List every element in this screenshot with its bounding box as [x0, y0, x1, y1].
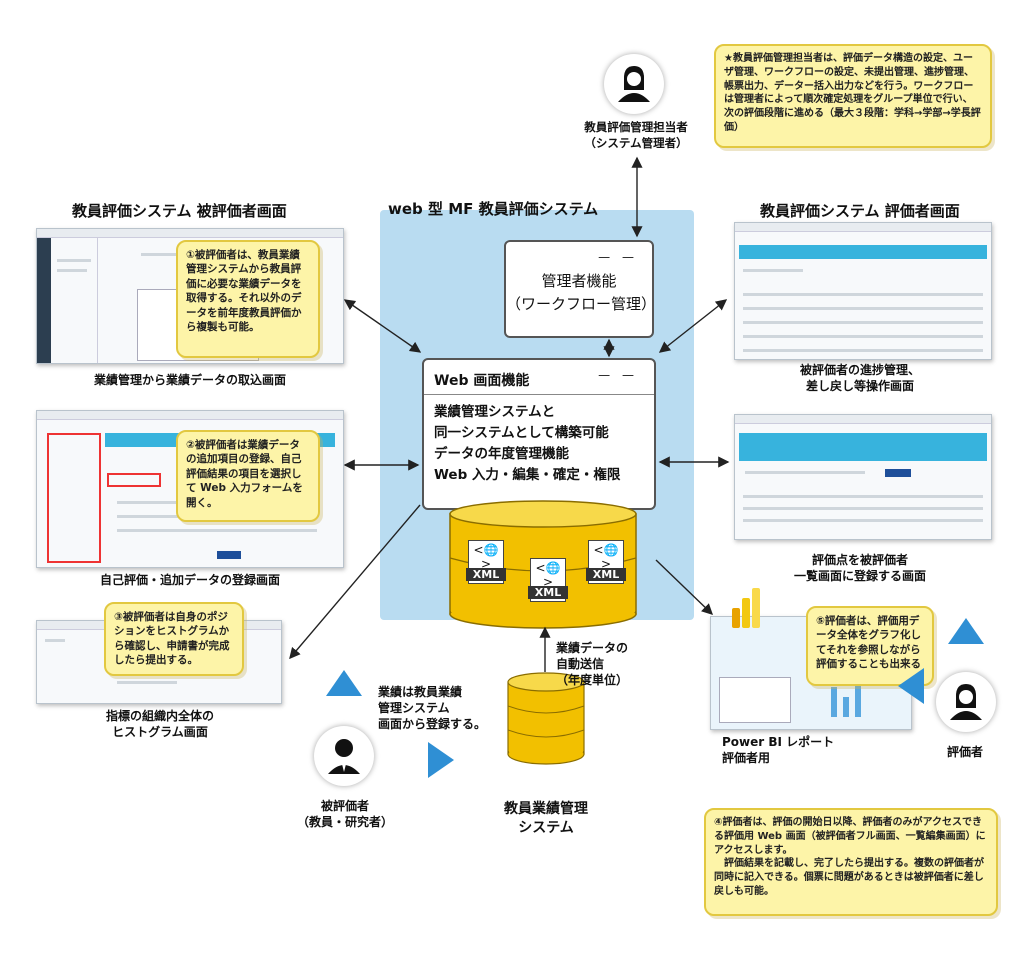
right-section-title: 教員評価システム 評価者画面 [760, 202, 960, 220]
xml-file-icon: <🌐> XML [528, 558, 568, 602]
note-step-3: ③被評価者は自身のポジションをヒストグラムから確認し、申請書が完成したら提出する… [104, 602, 244, 676]
caption-data-import: 業績管理から業績データの取込画面 [93, 373, 286, 387]
caption-histogram: 指標の組織内全体の ヒストグラム画面 [105, 709, 214, 740]
screenshot-progress-management [734, 222, 992, 360]
web-function-body: 業績管理システムと 同一システムとして構築可能 データの年度管理機能 Web 入… [434, 404, 621, 483]
db-label: 教員業績管理 システム [504, 801, 588, 836]
window-controls-icon: — — [598, 368, 638, 382]
triangle-right-icon [428, 742, 454, 778]
caption-score-entry: 評価点を被評価者 一覧画面に登録する画面 [793, 553, 926, 584]
caption-progress-management: 被評価者の進捗管理、 差し戻し等操作画面 [799, 363, 920, 394]
evaluatee-label: 被評価者 （教員・研究者） [296, 799, 393, 830]
evaluator-person-icon [936, 672, 996, 732]
xml-file-icon: <🌐> XML [586, 540, 626, 584]
triangle-up-icon [326, 670, 362, 696]
note-step-2: ②被評価者は業績データの追加項目の登録、自己評価結果の項目を選択して Web 入… [176, 430, 320, 522]
triangle-up-icon [948, 618, 984, 644]
triangle-left-icon [898, 668, 924, 704]
admin-label: 教員評価管理担当者 （システム管理者） [584, 120, 688, 150]
admin-person-icon [604, 54, 664, 114]
note-step-1: ①被評価者は、教員業績管理システムから教員評価に必要な業績データを取得する。それ… [176, 240, 320, 358]
web-function-title: Web 画面機能 [434, 373, 530, 389]
achievement-database-icon [507, 672, 585, 765]
evaluator-label: 評価者 [946, 745, 983, 759]
auto-send-label: 業績データの 自動送信 （年度単位） [556, 641, 629, 688]
evaluatee-person-icon [314, 726, 374, 786]
note-step-4: ④評価者は、評価の開始日以降、評価者のみがアクセスできる評価用 Web 画面（被… [704, 808, 998, 916]
evaluatee-note: 業績は教員業績 管理システム 画面から登録する。 [378, 685, 487, 732]
system-title: web 型 MF 教員評価システム [388, 200, 599, 218]
xml-file-icon: <🌐> XML [466, 540, 506, 584]
admin-note: ★教員評価管理担当者は、評価データ構造の設定、ユーザ管理、ワークフローの設定、未… [714, 44, 992, 148]
screenshot-score-entry [734, 414, 992, 540]
caption-self-evaluation: 自己評価・追加データの登録画面 [99, 573, 280, 587]
window-controls-icon: — — [598, 250, 638, 264]
powerbi-logo-icon [732, 586, 768, 628]
web-function-box: Web 画面機能 — — 業績管理システムと 同一システムとして構築可能 データ… [422, 358, 656, 510]
admin-function-label: 管理者機能 （ワークフロー管理） [506, 272, 657, 313]
left-section-title: 教員評価システム 被評価者画面 [72, 202, 287, 220]
admin-function-box: — — 管理者機能 （ワークフロー管理） [504, 240, 657, 338]
caption-powerbi: Power BI レポート 評価者用 [722, 735, 835, 766]
